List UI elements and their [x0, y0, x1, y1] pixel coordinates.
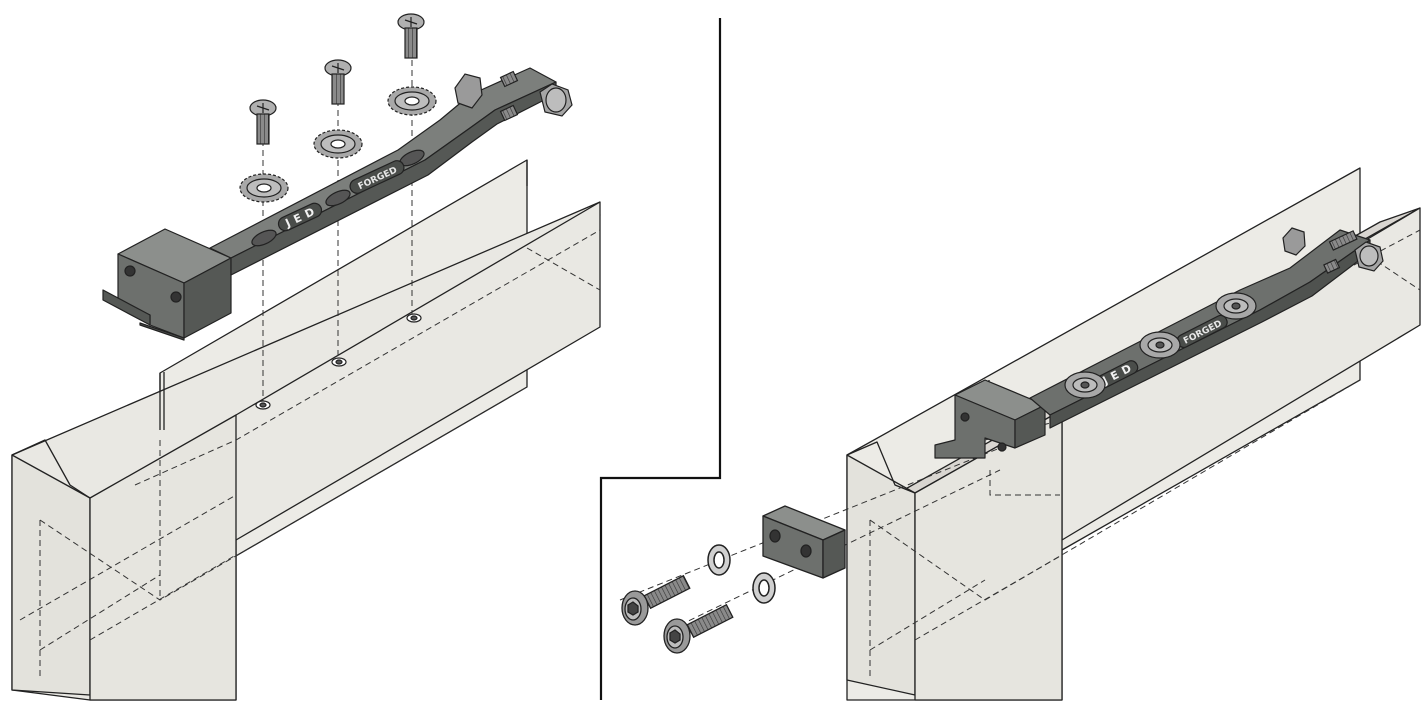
- star-washer: [1215, 292, 1257, 320]
- bar-left-end-hardware: [454, 70, 573, 122]
- channel-end-face: [846, 454, 916, 696]
- star-washer: [1139, 331, 1181, 359]
- channel-left-holes: [255, 313, 422, 410]
- clamp-block: [762, 505, 846, 579]
- star-washer: [387, 86, 437, 116]
- bar-slot: [325, 189, 351, 207]
- channel-front-lower: [89, 414, 237, 701]
- hex-nut: [1282, 227, 1306, 256]
- pan-head-screw: [249, 99, 277, 145]
- star-washer: [313, 129, 363, 159]
- bar-right: [934, 229, 1371, 459]
- lock-washer: [707, 544, 731, 576]
- split-lock-washers: [707, 544, 776, 604]
- star-washer: [1064, 371, 1106, 399]
- hex-nut: [454, 73, 483, 109]
- clamp-block-side: [822, 529, 846, 579]
- pan-head-screw: [324, 59, 352, 105]
- channel-left: [11, 159, 601, 701]
- bar-fork-prong: [139, 322, 185, 341]
- star-washer: [239, 173, 289, 203]
- bar-tapped-hole: [170, 291, 182, 303]
- bar-tapped-hole: [124, 265, 136, 277]
- mount-hole: [410, 315, 418, 321]
- bar-slot: [251, 229, 277, 247]
- hex-bolt-thread: [1328, 230, 1358, 251]
- bar-fork-block-side: [1014, 404, 1046, 449]
- set-screw: [499, 70, 519, 88]
- bar-logo-plate: [277, 202, 323, 232]
- bar-right-end-hardware: [1282, 227, 1384, 274]
- bar-left: [102, 67, 557, 341]
- socket-cap-screw: [663, 603, 734, 654]
- set-screw: [499, 104, 519, 122]
- channel-left-hidden-lines: [19, 60, 601, 680]
- clamp-block-hole: [769, 529, 781, 543]
- bar-forged-plate: [349, 160, 405, 194]
- pan-head-screw: [397, 13, 425, 59]
- mount-hole: [335, 359, 343, 365]
- socket-cap-screw: [621, 574, 691, 626]
- step-divider-line: [599, 18, 722, 700]
- washers-right-installed: [1064, 292, 1257, 399]
- bar-fork-block-side: [183, 257, 232, 339]
- bar-tapped-hole: [960, 412, 970, 422]
- mount-hole: [259, 402, 267, 408]
- socket-cap-screws: [621, 574, 734, 654]
- set-screw: [1323, 258, 1341, 274]
- bar-tapped-hole: [997, 442, 1007, 452]
- lock-washer: [752, 572, 776, 604]
- screws-left: [239, 13, 437, 203]
- bar-fork-prong: [102, 289, 151, 326]
- clamp-block-hole: [800, 544, 812, 558]
